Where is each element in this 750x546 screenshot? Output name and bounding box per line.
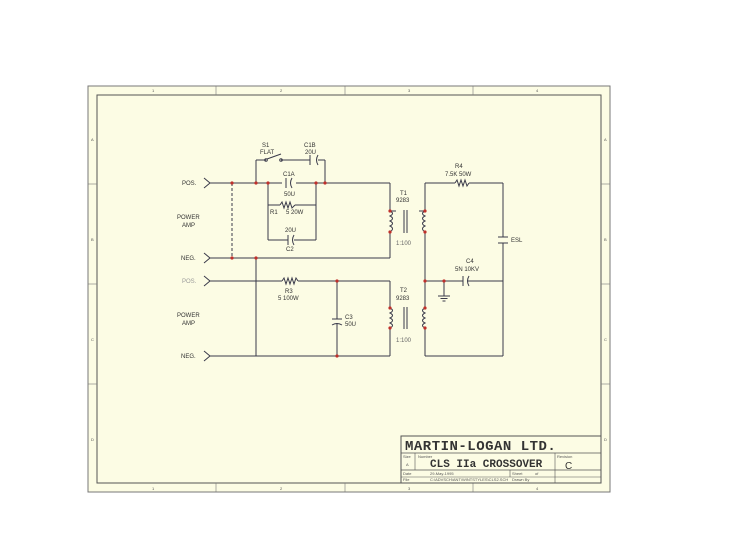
terminal-pos1 xyxy=(203,177,211,189)
label-t1-ratio: 1:100 xyxy=(396,241,412,247)
label-c3-value: 50U xyxy=(345,322,356,328)
terminals xyxy=(203,177,211,362)
file-label: File xyxy=(403,477,410,482)
label-c4-value: 5N 10KV xyxy=(455,267,479,273)
terminal-neg1 xyxy=(203,252,211,264)
label-c1b-value: 20U xyxy=(305,150,316,156)
wires xyxy=(210,159,504,357)
switch-s1 xyxy=(264,153,283,162)
inner-border xyxy=(96,94,602,484)
sheet-of: of xyxy=(535,471,539,476)
label-power-amp1-a: POWER xyxy=(177,215,200,221)
label-pos2: POS. xyxy=(182,279,197,285)
zone-right-d: D xyxy=(604,437,607,442)
zone-right-b: B xyxy=(604,237,607,242)
label-neg1: NEG. xyxy=(181,256,196,262)
size-value: A xyxy=(406,462,409,467)
capacitor-c1a xyxy=(285,177,293,189)
transformer-t1 xyxy=(388,210,427,233)
label-neg2: NEG. xyxy=(181,354,196,360)
company-name: MARTIN-LOGAN LTD. xyxy=(405,439,556,455)
zone-ticks xyxy=(88,86,610,492)
zone-bottom-1: 1 xyxy=(152,486,155,491)
resistor-r4 xyxy=(454,178,470,188)
label-t2-ratio: 1:100 xyxy=(396,338,412,344)
label-t2-part: 9283 xyxy=(396,296,410,302)
zone-top-1: 1 xyxy=(152,88,155,93)
sheet-label: Sheet xyxy=(512,471,523,476)
label-t1: T1 xyxy=(400,191,408,197)
zone-top-3: 3 xyxy=(408,88,411,93)
zone-top-4: 4 xyxy=(536,88,539,93)
label-esl: ESL xyxy=(511,238,523,244)
label-r4: R4 xyxy=(455,164,463,170)
zone-right-c: C xyxy=(604,337,607,342)
component-labels: S1 FLAT C1B 20U C1A 50U R1 5 20W 20U C2 … xyxy=(177,143,523,360)
junction-dots xyxy=(230,181,446,358)
label-flat: FLAT xyxy=(260,150,275,156)
capacitor-c4 xyxy=(462,275,470,287)
label-c2: C2 xyxy=(286,247,294,253)
resistor-r1 xyxy=(279,200,296,210)
terminal-pos2 xyxy=(203,275,211,287)
terminal-neg2 xyxy=(203,350,211,362)
size-label: Size xyxy=(403,454,412,459)
label-power-amp1-b: AMP xyxy=(182,223,195,229)
zone-left-c: C xyxy=(91,337,94,342)
date-value: 29-May-1995 xyxy=(430,471,454,476)
label-r1: R1 xyxy=(270,210,278,216)
label-c4: C4 xyxy=(466,259,474,265)
zone-top-2: 2 xyxy=(280,88,283,93)
title-block: MARTIN-LOGAN LTD. Size A Number CLS IIa … xyxy=(400,435,602,484)
label-c3: C3 xyxy=(345,315,353,321)
capacitor-c3 xyxy=(331,318,343,326)
ground-symbol xyxy=(438,295,450,302)
revision-label: Revision xyxy=(557,454,572,459)
label-c1a: C1A xyxy=(283,172,295,178)
date-label: Date xyxy=(403,471,412,476)
label-t2: T2 xyxy=(400,288,408,294)
label-r3: R3 xyxy=(285,289,293,295)
zone-right-a: A xyxy=(604,137,607,142)
label-s1: S1 xyxy=(262,143,270,149)
revision-value: C xyxy=(565,461,572,472)
esl-element xyxy=(498,236,508,244)
label-pos1: POS. xyxy=(182,181,197,187)
zone-labels: 1 2 3 4 1 2 3 4 A B C D A B C D xyxy=(91,88,607,491)
drawing-title: CLS IIa CROSSOVER xyxy=(430,459,543,471)
zone-left-b: B xyxy=(91,237,94,242)
capacitor-c2 xyxy=(287,234,295,246)
zone-bottom-4: 4 xyxy=(536,486,539,491)
capacitor-c1b xyxy=(309,154,319,166)
label-t1-part: 9283 xyxy=(396,198,410,204)
label-power-amp2-b: AMP xyxy=(182,321,195,327)
transformer-t2 xyxy=(388,307,427,329)
label-c1a-value: 50U xyxy=(284,192,295,198)
label-r3-value: 5 100W xyxy=(278,296,299,302)
paper xyxy=(87,85,611,493)
resistor-r3 xyxy=(281,276,299,286)
number-label: Number xyxy=(418,454,433,459)
label-r4-value: 7.5K 50W xyxy=(445,172,472,178)
zone-left-a: A xyxy=(91,137,94,142)
label-c1b: C1B xyxy=(304,143,316,149)
zone-left-d: D xyxy=(91,437,94,442)
label-power-amp2-a: POWER xyxy=(177,313,200,319)
drawn-by-label: Drawn By xyxy=(512,477,529,482)
zone-bottom-2: 2 xyxy=(280,486,283,491)
zone-bottom-3: 3 xyxy=(408,486,411,491)
label-c2-value: 20U xyxy=(285,228,296,234)
file-value: C:\ADVSCH\ANT\WINTSTYLES\CLS2.SCH xyxy=(430,477,508,482)
label-r1-value: 5 20W xyxy=(286,210,304,216)
